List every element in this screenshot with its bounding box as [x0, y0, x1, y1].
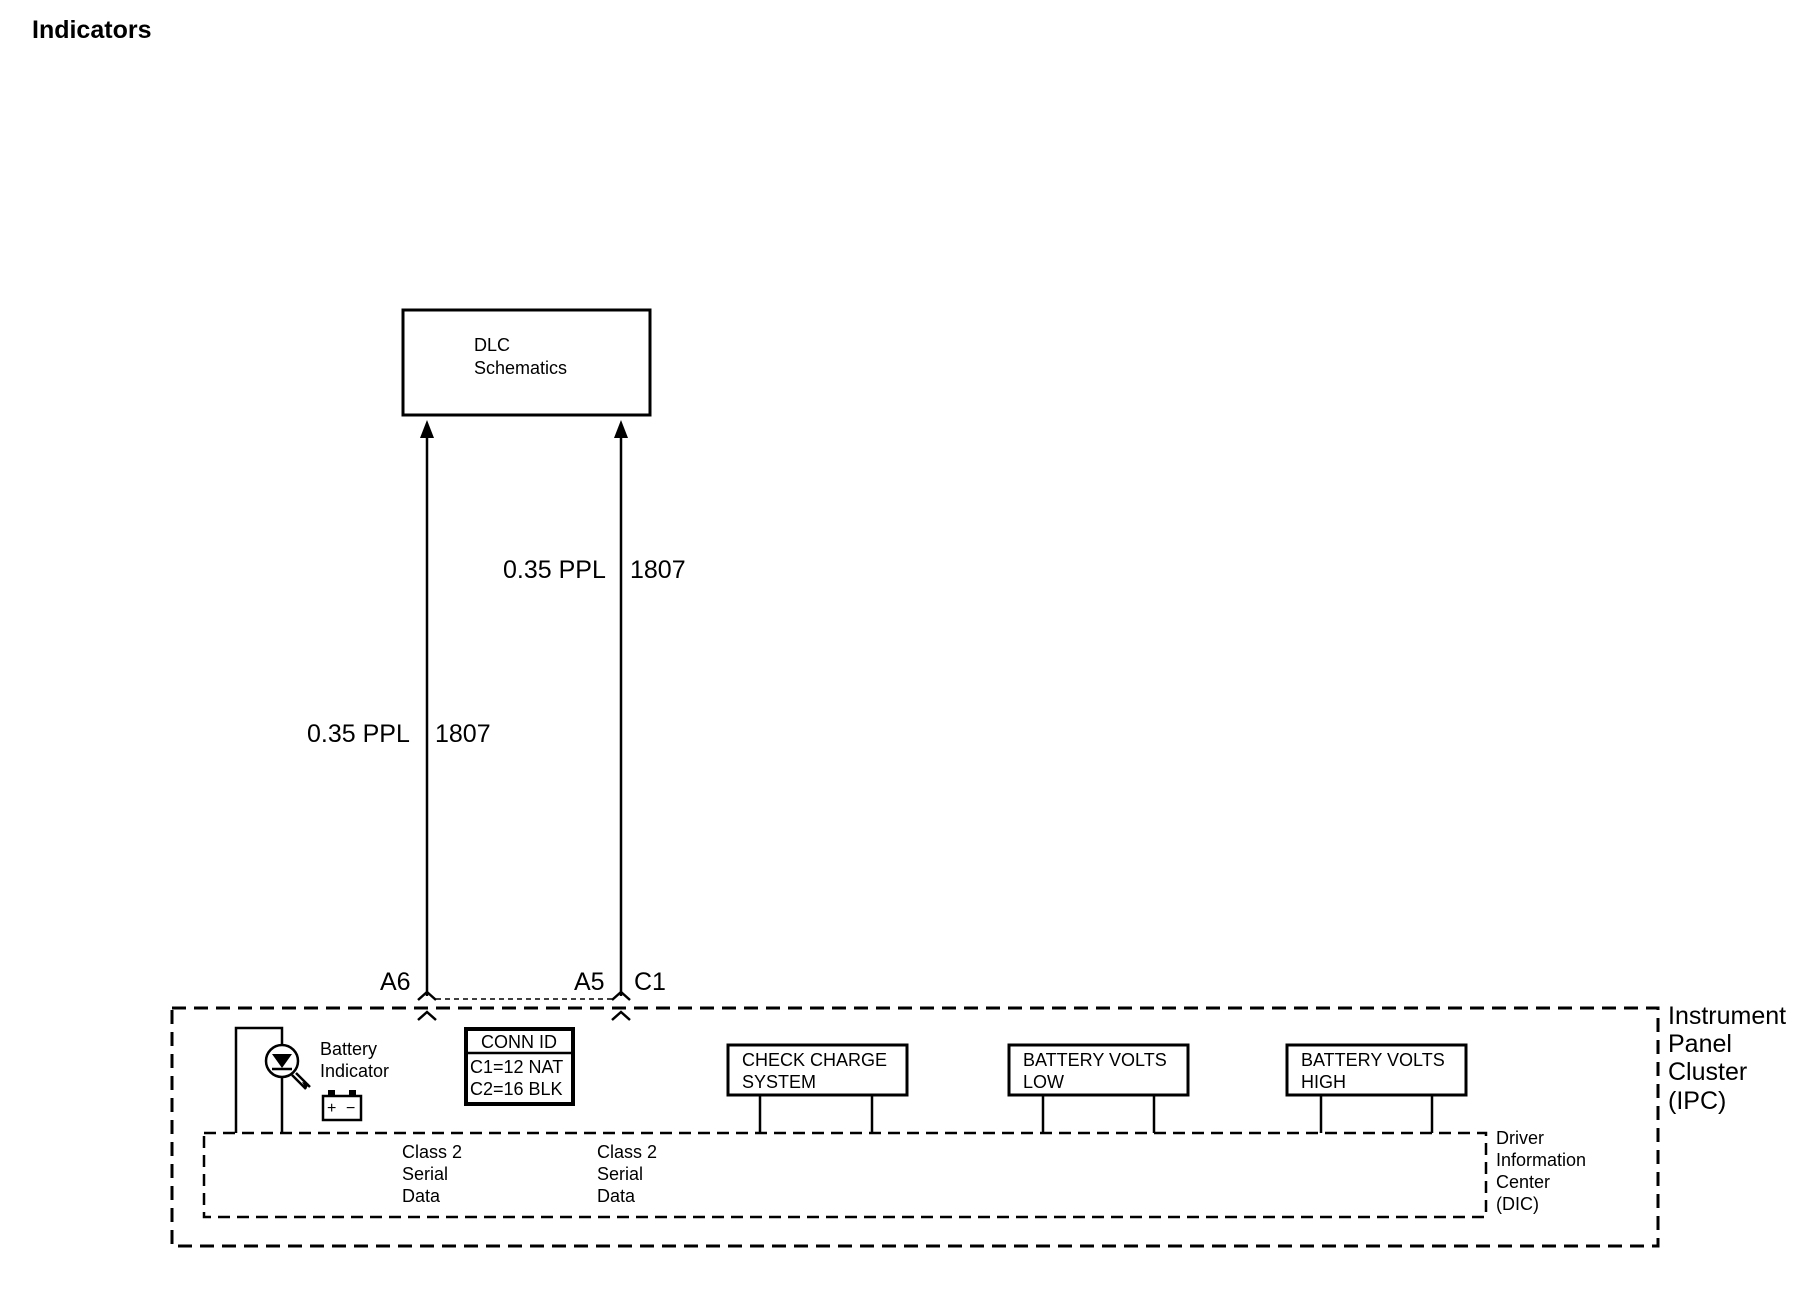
svg-text:Data: Data [402, 1186, 441, 1206]
connector-chevron-icon [611, 1010, 631, 1021]
conn-id-header: CONN ID [481, 1032, 557, 1052]
svg-text:Serial: Serial [402, 1164, 448, 1184]
battery-icon: + − [321, 1090, 363, 1122]
battery-indicator-label: Indicator [320, 1061, 389, 1081]
page-title: Indicators [32, 16, 151, 44]
svg-text:(IPC): (IPC) [1668, 1087, 1726, 1115]
svg-text:Instrument: Instrument [1668, 1002, 1786, 1030]
svg-text:Class 2: Class 2 [402, 1142, 462, 1162]
svg-text:LOW: LOW [1023, 1072, 1064, 1092]
svg-text:Center: Center [1496, 1172, 1550, 1192]
svg-text:HIGH: HIGH [1301, 1072, 1346, 1092]
message-battery-volts-low: BATTERY VOLTS LOW [1007, 1043, 1190, 1133]
dlc-schematics-box[interactable]: DLC Schematics [401, 308, 652, 417]
pin-a6-label: A6 [380, 968, 411, 996]
svg-text:Data: Data [597, 1186, 636, 1206]
wire-circuit-label: 1807 [435, 720, 491, 748]
wire-size-color-label: 0.35 PPL [307, 720, 410, 748]
dic-label: Driver Information Center (DIC) [1496, 1128, 1586, 1214]
svg-text:(DIC): (DIC) [1496, 1194, 1539, 1214]
svg-text:Serial: Serial [597, 1164, 643, 1184]
connector-chevron-icon [417, 1010, 437, 1021]
svg-text:Cluster: Cluster [1668, 1058, 1747, 1086]
class2-serial-data-label: Class 2 Serial Data [597, 1142, 657, 1206]
connector-chevron-icon [611, 990, 631, 1001]
svg-text:CHECK CHARGE: CHECK CHARGE [742, 1050, 887, 1070]
wire-circuit-label: 1807 [630, 556, 686, 584]
svg-text:Panel: Panel [1668, 1030, 1732, 1058]
ipc-boundary [170, 1006, 1660, 1248]
lamp-icon [264, 1043, 311, 1090]
svg-text:Class 2: Class 2 [597, 1142, 657, 1162]
svg-text:+: + [327, 1100, 336, 1117]
dlc-label: DLC [474, 335, 510, 355]
svg-text:−: − [346, 1100, 355, 1117]
battery-indicator-label: Battery [320, 1039, 377, 1059]
class2-serial-data-label: Class 2 Serial Data [402, 1142, 462, 1206]
arrow-up-icon [614, 420, 628, 438]
svg-text:Information: Information [1496, 1150, 1586, 1170]
svg-text:BATTERY VOLTS: BATTERY VOLTS [1301, 1050, 1445, 1070]
connector-chevron-icon [417, 990, 437, 1001]
message-battery-volts-high: BATTERY VOLTS HIGH [1285, 1043, 1468, 1133]
svg-text:SYSTEM: SYSTEM [742, 1072, 816, 1092]
wire-a5 [614, 420, 628, 996]
message-check-charge-system: CHECK CHARGE SYSTEM [726, 1043, 909, 1133]
wire-size-color-label: 0.35 PPL [503, 556, 606, 584]
dlc-schematics-label: Schematics [474, 358, 567, 378]
conn-id-c1: C1=12 NAT [470, 1057, 563, 1077]
conn-id-c2: C2=16 BLK [470, 1079, 563, 1099]
conn-id-box: CONN ID C1=12 NAT C2=16 BLK [464, 1027, 575, 1106]
ipc-label: Instrument Panel Cluster (IPC) [1668, 1002, 1786, 1115]
svg-text:Driver: Driver [1496, 1128, 1544, 1148]
connector-c1-label: C1 [634, 968, 666, 996]
pin-a5-label: A5 [574, 968, 605, 996]
dic-boundary [202, 1131, 1488, 1219]
svg-text:BATTERY VOLTS: BATTERY VOLTS [1023, 1050, 1167, 1070]
battery-indicator: + − Battery Indicator [234, 1026, 389, 1133]
arrow-up-icon [420, 420, 434, 438]
wire-a6 [420, 420, 434, 996]
